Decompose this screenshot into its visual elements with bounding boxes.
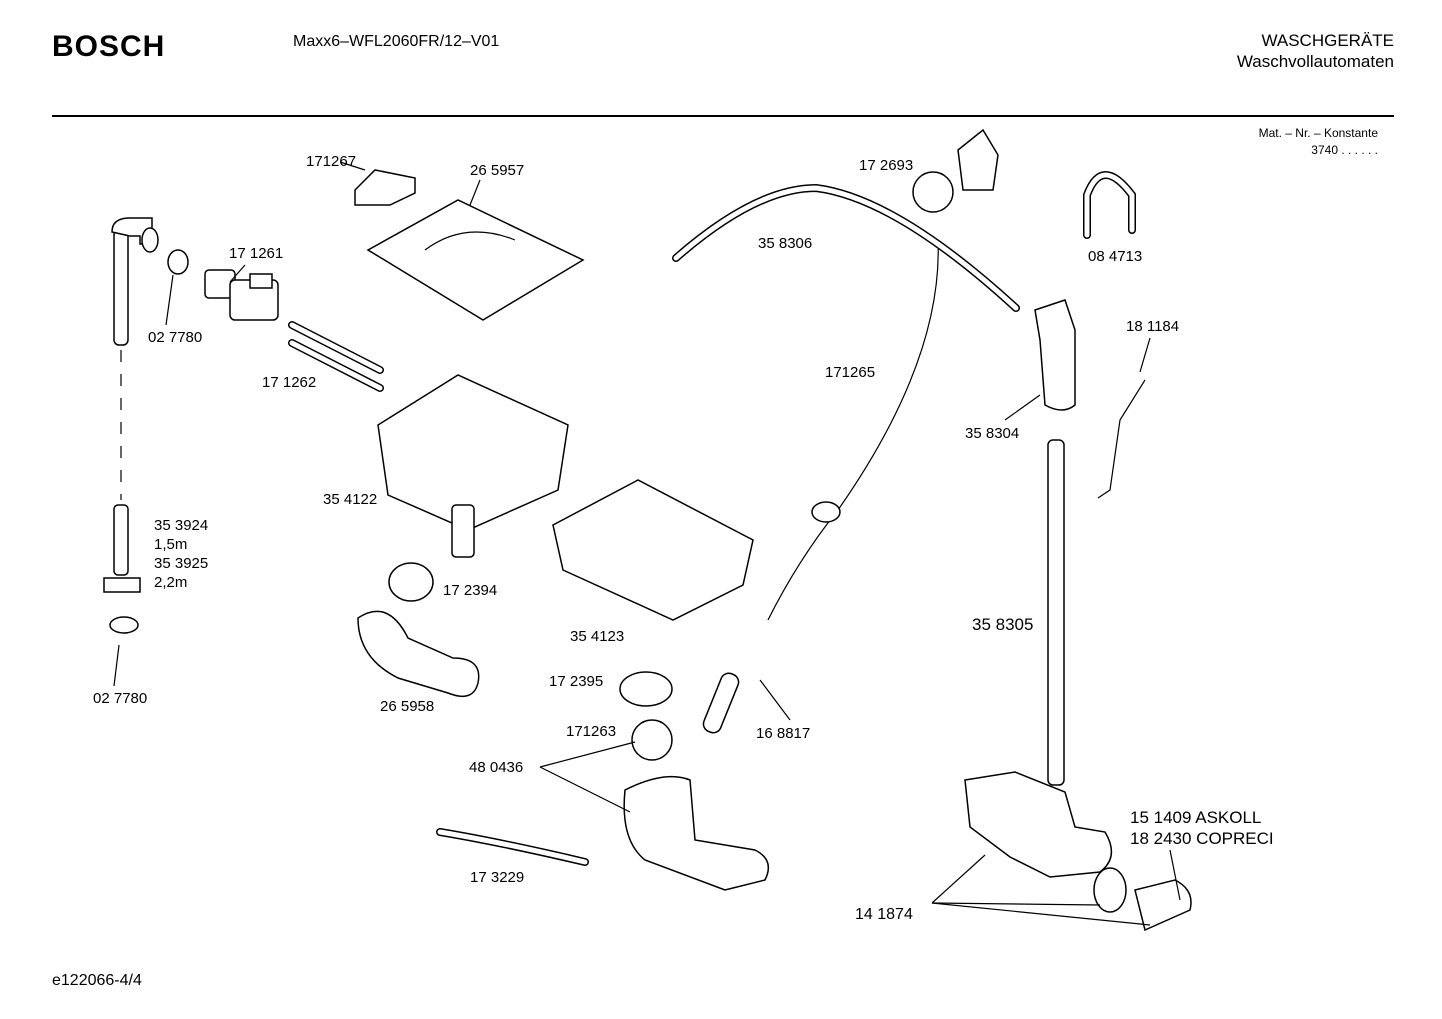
brand-logo: BOSCH: [52, 30, 166, 63]
leader-pump: [1169, 849, 1181, 901]
label-151409: 15 1409 ASKOLL: [1130, 808, 1261, 827]
constant-label: Mat. – Nr. – Konstante: [1258, 126, 1378, 140]
leader-480436b: [539, 766, 631, 813]
o-ring-172394: [388, 562, 434, 602]
material-constant: Mat. – Nr. – Konstante 3740 . . . . . .: [1259, 125, 1378, 159]
label-171261: 17 1261: [229, 245, 283, 262]
drain-pump: [964, 771, 1113, 878]
label-354122: 35 4122: [323, 491, 377, 508]
detergent-drawer-part: [552, 479, 754, 621]
label-168817: 16 8817: [756, 725, 810, 742]
mounting-bracket: [957, 128, 999, 191]
frame-detail: [424, 231, 516, 251]
label-171262: 17 1262: [262, 374, 316, 391]
category-block: WASCHGERÄTE Waschvollautomaten: [1237, 30, 1394, 72]
label-length-15: 1,5m: [154, 536, 187, 553]
label-172693: 17 2693: [859, 157, 913, 174]
leader-171267: [339, 161, 366, 171]
leader-027780b: [113, 644, 120, 687]
level-sensor-168817: [702, 672, 740, 734]
leader-480436a: [539, 741, 636, 768]
label-182430: 18 2430 COPRECI: [1130, 829, 1274, 848]
label-171263: 171263: [566, 723, 616, 740]
label-358304: 35 8304: [965, 425, 1019, 442]
tube-pair-part: [288, 321, 384, 392]
label-480436: 48 0436: [469, 759, 523, 776]
long-hose-358306: [672, 183, 1020, 312]
label-171267: 171267: [306, 153, 356, 170]
inlet-hose-part: [103, 217, 159, 593]
tube-grommet: [811, 501, 841, 523]
label-173229: 17 3229: [470, 869, 524, 886]
leader-141874a: [931, 854, 986, 904]
label-358305: 35 8305: [972, 615, 1033, 634]
sump-hose-480436: [623, 775, 770, 891]
leader-141874c: [931, 902, 1151, 926]
leader-265957: [469, 179, 481, 206]
label-171265: 171265: [825, 364, 875, 381]
leader-168817: [759, 679, 791, 721]
inlet-valve-part: [204, 269, 279, 321]
label-length-22: 2,2m: [154, 574, 187, 591]
pressure-switch-172693: [912, 171, 954, 213]
model-number: Maxx6–WFL2060FR/12–V01: [293, 33, 500, 50]
label-172394: 17 2394: [443, 582, 497, 599]
label-084713: 08 4713: [1088, 248, 1142, 265]
pressure-tube-171265: [767, 239, 939, 621]
pump-filter: [1134, 879, 1192, 932]
label-027780a: 02 7780: [148, 329, 202, 346]
detergent-housing-part: [377, 374, 569, 531]
seal-ring-bottom: [109, 616, 139, 634]
label-172395: 17 2395: [549, 673, 603, 690]
label-354123: 35 4123: [570, 628, 624, 645]
leader-171261: [229, 264, 246, 283]
housing-outlet: [451, 504, 475, 558]
header-divider: [52, 115, 1394, 117]
seal-ring-top: [167, 249, 189, 275]
leader-358304: [1004, 394, 1041, 421]
label-181184: 18 1184: [1126, 318, 1179, 335]
label-358306: 35 8306: [758, 235, 812, 252]
pump-seal-ring: [1093, 867, 1127, 913]
label-265958: 26 5958: [380, 698, 434, 715]
label-353925: 35 3925: [154, 555, 208, 572]
leader-027780a: [165, 274, 174, 326]
bellows-hose-265958: [357, 610, 480, 698]
clip-part: [354, 169, 416, 206]
diagram-code: e122066-4/4: [52, 972, 142, 989]
drain-hose-358305: [1047, 439, 1065, 786]
air-chamber-358304: [1034, 299, 1076, 411]
ball-171263: [631, 719, 673, 761]
label-027780b: 02 7780: [93, 690, 147, 707]
o-ring-172395: [619, 671, 673, 707]
constant-value: 3740 . . . . . .: [1311, 143, 1378, 157]
wire-181184: [1097, 379, 1146, 499]
label-265957: 26 5957: [470, 162, 524, 179]
leader-181184: [1139, 337, 1151, 373]
label-353924: 35 3924: [154, 517, 208, 534]
leader-141874b: [931, 902, 1101, 906]
label-141874: 14 1874: [855, 906, 913, 923]
category-subtitle: Waschvollautomaten: [1236, 52, 1394, 71]
dispenser-frame-part: [366, 199, 585, 321]
category-title: WASCHGERÄTE: [1261, 31, 1394, 50]
